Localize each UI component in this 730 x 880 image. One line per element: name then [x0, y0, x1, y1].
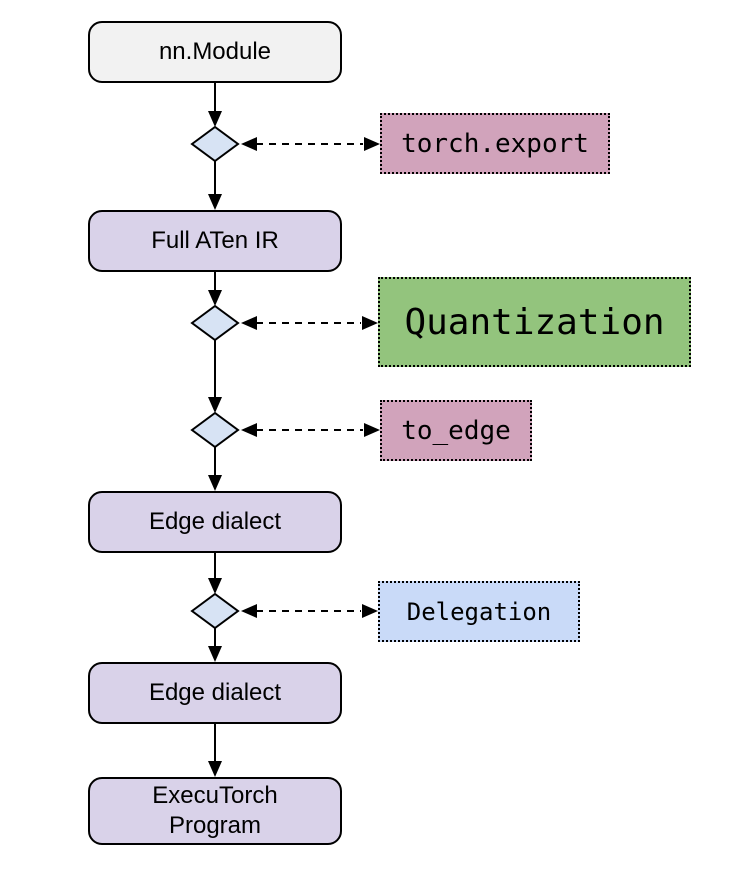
node-label: Edge dialect: [148, 679, 282, 706]
decision-diamond-4: [190, 592, 240, 630]
decision-diamond-3: [190, 411, 240, 449]
node-quantization: Quantization: [378, 277, 691, 367]
node-to-edge: to_edge: [380, 400, 532, 461]
decision-diamond-2: [190, 304, 240, 342]
node-nn-module: nn.Module: [88, 21, 342, 83]
arrowhead-down-icon: [208, 111, 222, 127]
node-delegation: Delegation: [378, 581, 580, 642]
arrowhead-right-icon: [362, 316, 378, 330]
arrowhead-right-icon: [362, 604, 378, 618]
arrowhead-down-icon: [208, 290, 222, 306]
arrowhead-left-icon: [241, 316, 257, 330]
node-label: Delegation: [406, 597, 552, 626]
arrowhead-right-icon: [364, 423, 380, 437]
node-label: nn.Module: [158, 38, 272, 65]
arrowhead-left-icon: [241, 423, 257, 437]
arrowhead-down-icon: [208, 646, 222, 662]
node-label: Edge dialect: [148, 508, 282, 535]
arrowhead-left-icon: [241, 137, 257, 151]
node-torch-export: torch.export: [380, 113, 610, 174]
vertical-connectors: [208, 83, 222, 777]
node-label: to_edge: [401, 415, 511, 446]
arrowhead-right-icon: [364, 137, 380, 151]
decision-diamond-1: [190, 125, 240, 163]
node-label: Quantization: [404, 301, 665, 343]
arrowhead-down-icon: [208, 475, 222, 491]
arrowhead-down-icon: [208, 578, 222, 594]
node-label: Full ATen IR: [151, 227, 279, 254]
node-label: ExecuTorch Program: [152, 782, 278, 839]
dashed-bidirectional-arrows: [241, 137, 380, 618]
node-edge-dialect-2: Edge dialect: [88, 662, 342, 724]
arrowhead-down-icon: [208, 761, 222, 777]
arrowhead-down-icon: [208, 194, 222, 210]
arrowhead-down-icon: [208, 397, 222, 413]
node-executorch-program: ExecuTorch Program: [88, 777, 342, 845]
node-edge-dialect-1: Edge dialect: [88, 491, 342, 553]
node-label: torch.export: [401, 128, 589, 159]
arrowhead-left-icon: [241, 604, 257, 618]
node-full-aten-ir: Full ATen IR: [88, 210, 342, 272]
